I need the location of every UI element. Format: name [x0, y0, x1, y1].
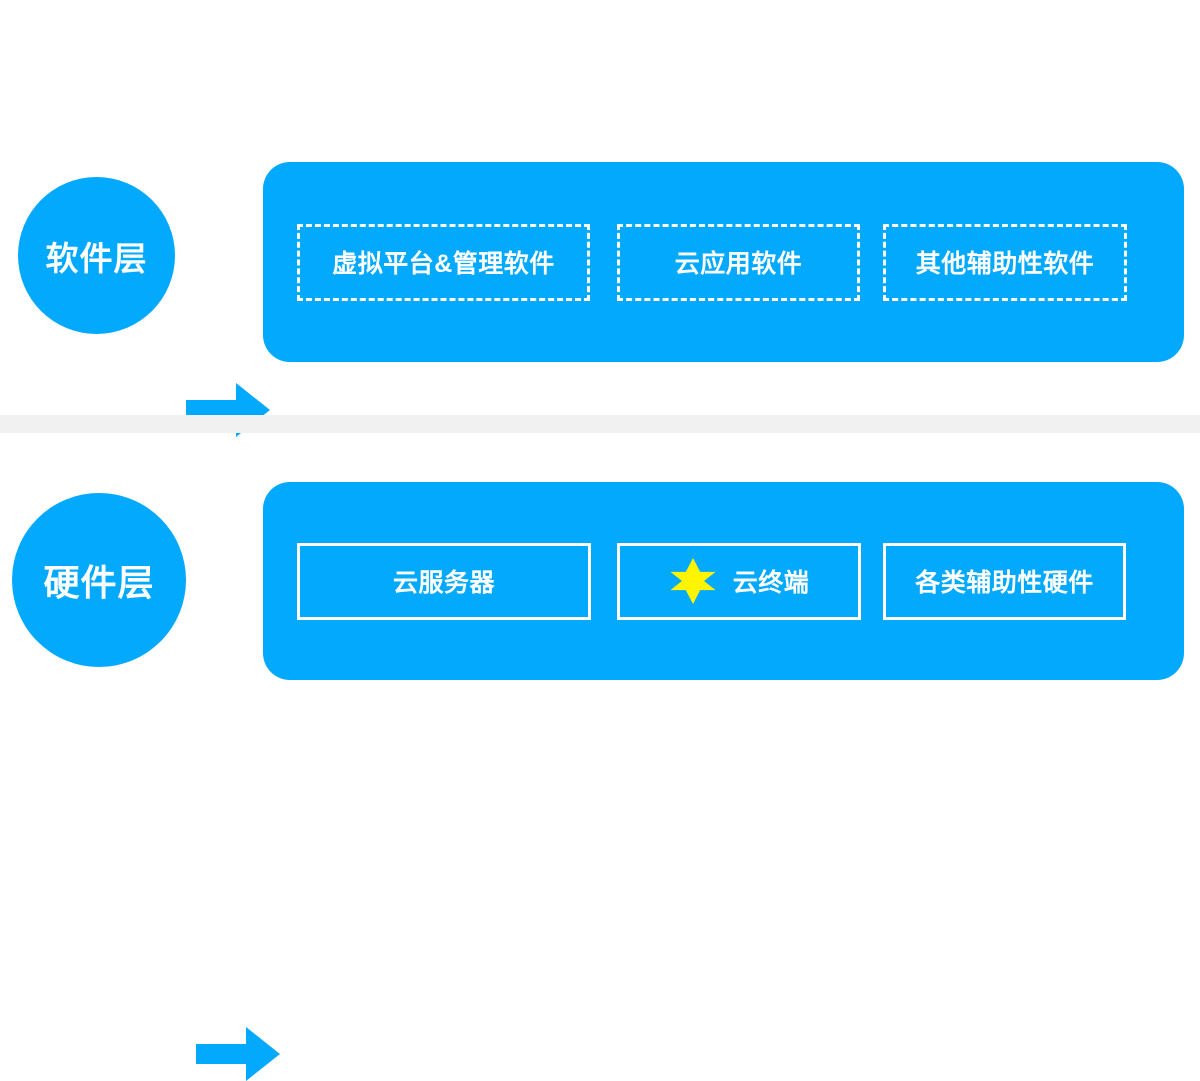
- software-item-label-1: 云应用软件: [674, 250, 803, 278]
- right-arrow-icon: [196, 1027, 280, 1081]
- layer-badge-hardware[interactable]: 硬件层: [12, 493, 186, 667]
- software-item-label-2: 其他辅助性软件: [915, 250, 1095, 278]
- software-item-cloud-application[interactable]: 云应用软件: [617, 223, 860, 301]
- layer-badge-label-software: 软件层: [45, 239, 148, 277]
- hardware-item-label-1: 云终端: [732, 569, 810, 597]
- hardware-item-other-auxiliary[interactable]: 各类辅助性硬件: [883, 542, 1126, 620]
- layer-badge-label-hardware: 硬件层: [43, 562, 155, 603]
- section-divider: [0, 415, 1200, 433]
- software-layer-row: 软件层 虚拟平台&管理软件 云应用软件 其他辅助性软件: [0, 155, 1200, 437]
- hardware-layer-panel: 云服务器 云终端 各类辅助性硬件: [263, 482, 1184, 680]
- software-item-label-0: 虚拟平台&管理软件: [332, 250, 555, 278]
- hardware-item-cloud-server[interactable]: 云服务器: [297, 542, 591, 620]
- software-item-other-auxiliary[interactable]: 其他辅助性软件: [883, 223, 1127, 301]
- six-pointed-star-icon: [670, 557, 716, 605]
- software-layer-panel: 虚拟平台&管理软件 云应用软件 其他辅助性软件: [263, 162, 1184, 362]
- layer-badge-software[interactable]: 软件层: [18, 177, 175, 334]
- hardware-item-label-2: 各类辅助性硬件: [915, 569, 1094, 597]
- hardware-item-cloud-terminal[interactable]: 云终端: [617, 542, 861, 620]
- chip-content: 云终端: [669, 557, 810, 605]
- hardware-layer-row: 硬件层 云服务器 云终端 各类辅助性硬件: [0, 475, 1200, 1081]
- hardware-item-label-0: 云服务器: [392, 569, 495, 597]
- diagram-canvas: 软件层 虚拟平台&管理软件 云应用软件 其他辅助性软件 硬件层: [0, 155, 1200, 1081]
- software-item-virtual-platform[interactable]: 虚拟平台&管理软件: [297, 223, 590, 301]
